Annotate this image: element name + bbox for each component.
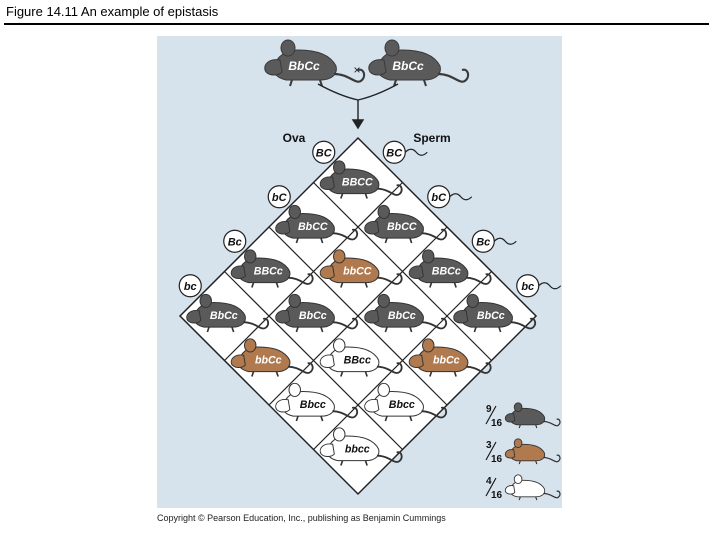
offspring-mouse: bbCc — [230, 337, 314, 378]
offspring-mouse: bbCc — [408, 337, 492, 378]
ratio-mouse-icon — [504, 402, 561, 429]
parent-left-genotype: BbCc — [288, 59, 320, 73]
ova-gamete: BC — [312, 140, 336, 164]
offspring-genotype: BbCc — [299, 310, 327, 322]
ratio-numerator: 4 — [486, 476, 492, 487]
offspring-mouse: BbCc — [363, 293, 448, 333]
offspring-genotype: bbCC — [343, 265, 372, 277]
ratio-numerator: 3 — [486, 440, 492, 451]
cross-symbol: × — [353, 63, 360, 77]
offspring-genotype: bbcc — [345, 443, 370, 455]
offspring-mouse: bbCC — [319, 248, 403, 289]
offspring-mouse: BbCc — [185, 293, 270, 333]
parent-right-genotype: BbCc — [392, 59, 424, 73]
punnett-grid — [178, 136, 538, 496]
figure-title: Figure 14.11 An example of epistasis — [6, 4, 219, 19]
sperm-gamete-label: bC — [431, 192, 447, 204]
ova-gamete: bC — [267, 185, 291, 209]
sperm-gamete: bC — [427, 185, 473, 209]
ratio-mouse-icon — [504, 438, 561, 465]
offspring-genotype: BBCC — [342, 176, 373, 188]
offspring-genotype: BBcc — [344, 354, 371, 366]
parent-mouse-left: BbCc — [263, 38, 366, 88]
offspring-genotype: BbCC — [298, 221, 328, 233]
ratio-denominator: 16 — [491, 490, 503, 501]
offspring-mouse: Bbcc — [363, 382, 448, 422]
sperm-gamete: Bc — [471, 229, 517, 253]
offspring-genotype: BBCc — [432, 265, 461, 277]
title-divider — [4, 23, 709, 25]
ratio-numerator: 9 — [486, 404, 492, 415]
offspring-genotype: BbCC — [387, 221, 417, 233]
offspring-mouse: BBcc — [319, 337, 403, 378]
sperm-gamete-label: BC — [386, 147, 403, 159]
gamete-layer: BC bC Bc bc BC bC Bc bc — [178, 140, 562, 298]
offspring-genotype: bbCc — [255, 354, 282, 366]
parent-mouse-right: BbCc — [367, 38, 470, 88]
ratio-entry: 316 — [485, 438, 561, 465]
offspring-genotype: BbCc — [477, 310, 505, 322]
sperm-gamete: bc — [516, 274, 562, 298]
offspring-mouse: BBCC — [319, 159, 403, 200]
ratio-entry: 916 — [485, 402, 561, 429]
offspring-genotype: BBCc — [254, 265, 283, 277]
offspring-genotype: bbCc — [433, 354, 460, 366]
offspring-mouse: Bbcc — [274, 382, 359, 422]
ova-gamete-label: BC — [316, 147, 333, 159]
offspring-mouse: BBCc — [230, 248, 314, 289]
sperm-gamete-label: bc — [521, 281, 534, 293]
ova-gamete: bc — [178, 274, 202, 298]
offspring-mouse: BbCC — [274, 204, 359, 244]
copyright-notice: Copyright © Pearson Education, Inc., pub… — [157, 513, 446, 523]
sperm-gamete-label: Bc — [476, 236, 490, 248]
offspring-genotype: Bbcc — [389, 399, 415, 411]
ratio-entry: 416 — [485, 474, 561, 501]
cross-arrow — [317, 83, 399, 130]
offspring-mouse: BbCc — [452, 293, 537, 333]
sperm-gamete: BC — [382, 140, 428, 164]
offspring-mouse: BBCc — [408, 248, 492, 289]
ova-gamete-label: bC — [272, 192, 288, 204]
ova-label: Ova — [283, 131, 306, 145]
ova-gamete: Bc — [223, 229, 247, 253]
offspring-mouse: BbCC — [363, 204, 448, 244]
offspring-genotype: BbCc — [388, 310, 416, 322]
sperm-label: Sperm — [413, 131, 450, 145]
offspring-genotype: BbCc — [210, 310, 238, 322]
ova-gamete-label: Bc — [228, 236, 242, 248]
ratio-denominator: 16 — [491, 454, 503, 465]
offspring-mouse: bbcc — [319, 426, 403, 467]
offspring-genotype: Bbcc — [300, 399, 326, 411]
offspring-mouse: BbCc — [274, 293, 359, 333]
ratio-denominator: 16 — [491, 418, 503, 429]
ova-gamete-label: bc — [184, 281, 197, 293]
ratio-mouse-icon — [504, 474, 561, 501]
